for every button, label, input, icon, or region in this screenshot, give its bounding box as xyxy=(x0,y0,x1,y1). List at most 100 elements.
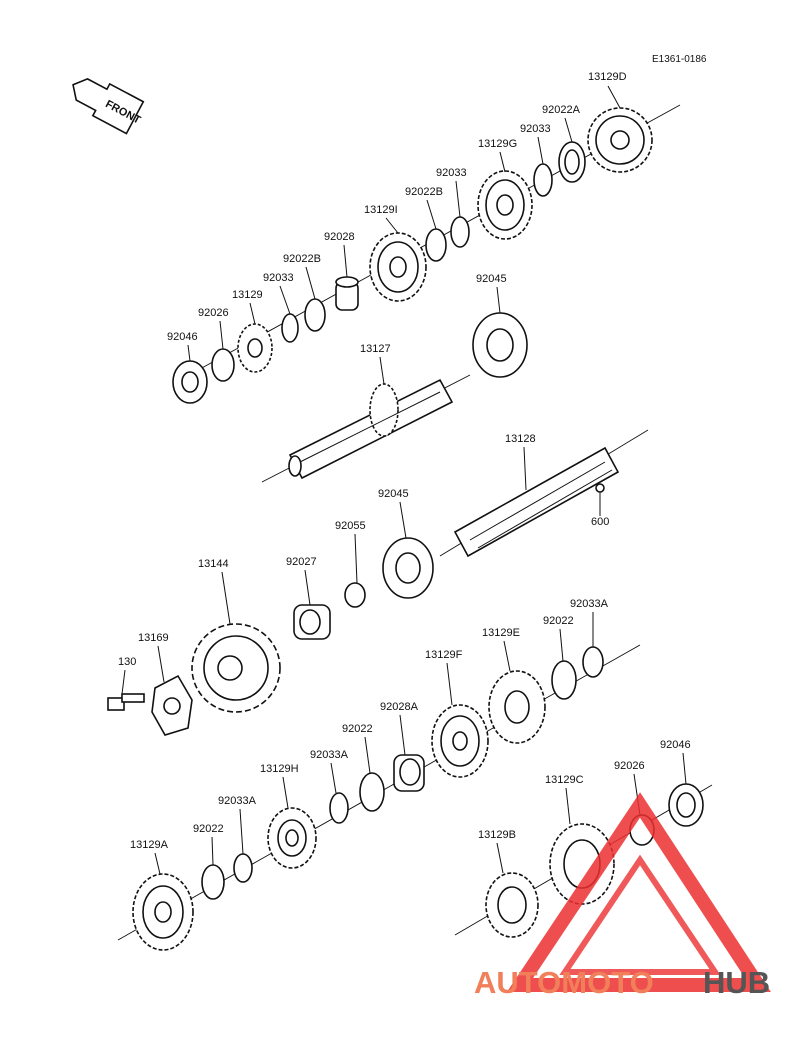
drawing-code: E1361-0186 xyxy=(652,54,707,65)
part-number-label: 92033 xyxy=(436,167,467,179)
leader-line-p08 xyxy=(343,244,348,278)
part-number-label: 13169 xyxy=(138,632,169,644)
part-number-label: 92026 xyxy=(614,760,645,772)
leader-line-p07 xyxy=(385,217,399,234)
part-number-label: 13128 xyxy=(505,433,536,445)
circlip-92033-a xyxy=(533,163,553,197)
part-number-label: 13129D xyxy=(588,71,627,83)
circlip-92033A-b xyxy=(329,792,349,824)
leader-line-p13 xyxy=(187,344,191,362)
washer-92022A xyxy=(558,141,586,183)
leader-line-p15 xyxy=(379,356,385,385)
gear-13129G xyxy=(477,170,533,240)
part-number-label: 13129H xyxy=(260,763,299,775)
leader-line-p02 xyxy=(564,117,573,143)
leader-line-p14 xyxy=(496,286,501,314)
part-number-label: 92055 xyxy=(335,520,366,532)
part-number-label: 92022B xyxy=(283,253,321,265)
front-arrow-icon: FRONT xyxy=(72,78,145,135)
leader-line-p23 xyxy=(121,669,126,695)
leader-line-p18 xyxy=(399,501,407,539)
bearing-92045-a xyxy=(472,312,528,378)
part-number-label: 92033A xyxy=(310,749,349,761)
leader-line-p06 xyxy=(426,199,437,230)
leader-line-p30 xyxy=(330,762,337,794)
leader-line-p01 xyxy=(607,85,621,109)
watermark-text-automoto: AUTOMOTO xyxy=(474,965,654,1000)
leader-line-p22 xyxy=(157,645,165,683)
gear-13129B xyxy=(485,872,539,938)
leader-line-p37 xyxy=(682,752,687,785)
leader-line-p38 xyxy=(496,842,504,874)
part-number-label: 92022 xyxy=(342,723,373,735)
leader-line-p25 xyxy=(559,628,564,662)
gear-13129E xyxy=(488,670,546,744)
bolt-130 xyxy=(107,693,145,711)
part-number-label: 92027 xyxy=(286,556,317,568)
gear-13129F xyxy=(431,704,489,778)
washer-92022B-b xyxy=(304,298,326,332)
part-number-label: 92026 xyxy=(198,307,229,319)
leader-line-p31 xyxy=(282,776,289,809)
part-number-label: 92022A xyxy=(542,104,581,116)
part-number-label: 92045 xyxy=(476,273,507,285)
part-number-label: 92028A xyxy=(380,701,419,713)
part-number-label: 13129G xyxy=(478,138,517,150)
ring-92055 xyxy=(344,582,366,608)
part-number-label: 92033 xyxy=(263,272,294,284)
leader-line-p29 xyxy=(364,736,371,774)
leader-line-p33 xyxy=(211,836,214,866)
part-number-label: 92046 xyxy=(167,331,198,343)
part-number-label: 13129I xyxy=(364,204,398,216)
leader-line-p35 xyxy=(565,787,571,825)
ball-600 xyxy=(595,483,605,493)
part-number-label: 13144 xyxy=(198,558,229,570)
part-number-label: 13129C xyxy=(545,774,584,786)
needle-bearing-92028 xyxy=(335,276,359,311)
circlip-92033A-a xyxy=(582,646,604,678)
part-number-label: 92022B xyxy=(405,186,443,198)
watermark-logo: AUTOMOTO HUB xyxy=(474,792,771,1000)
leader-line-p04 xyxy=(499,151,506,173)
leader-line-p21 xyxy=(221,571,231,625)
gear-13129D xyxy=(587,107,653,173)
bearing-92046-a xyxy=(172,360,208,404)
leader-line-p27 xyxy=(446,662,453,706)
bearing-92046-b xyxy=(668,783,704,827)
leader-line-p32 xyxy=(239,808,244,855)
part-number-label: 92046 xyxy=(660,739,691,751)
leader-line-p28 xyxy=(399,714,406,756)
part-number-label: 92045 xyxy=(378,488,409,500)
part-number-label: 13129B xyxy=(478,829,516,841)
part-number-label: 92033A xyxy=(218,795,257,807)
washer-92022-a xyxy=(551,660,577,700)
leader-line-p34 xyxy=(154,852,161,875)
part-number-label: 13129F xyxy=(425,649,463,661)
part-number-label: 92033 xyxy=(520,123,551,135)
washer-92022-c xyxy=(201,864,225,900)
bearing-92045-b xyxy=(382,537,434,599)
leader-line-p11 xyxy=(249,302,256,325)
part-number-label: 92022 xyxy=(543,615,574,627)
needle-bearing-92028A xyxy=(393,754,425,792)
leader-line-p19 xyxy=(354,533,358,584)
shaft-13127 xyxy=(261,374,471,483)
leader-line-p16 xyxy=(523,446,527,491)
washer-92022-b xyxy=(359,772,385,812)
leader-line-p03 xyxy=(537,136,544,165)
leader-line-p12 xyxy=(219,320,224,350)
leader-line-p24 xyxy=(503,640,511,672)
circlip-92033-c xyxy=(281,313,299,343)
part-number-label: 92022 xyxy=(193,823,224,835)
gear-13129I xyxy=(369,232,427,302)
gear-13129A xyxy=(132,873,194,951)
part-number-label: 13127 xyxy=(360,343,391,355)
part-number-label: 13129 xyxy=(232,289,263,301)
leader-line-p05 xyxy=(455,180,461,218)
leader-line-p10 xyxy=(279,285,291,315)
washer-92026-a xyxy=(211,348,235,382)
shaft-13128 xyxy=(439,429,649,558)
circlip-92033A-c xyxy=(233,853,253,883)
